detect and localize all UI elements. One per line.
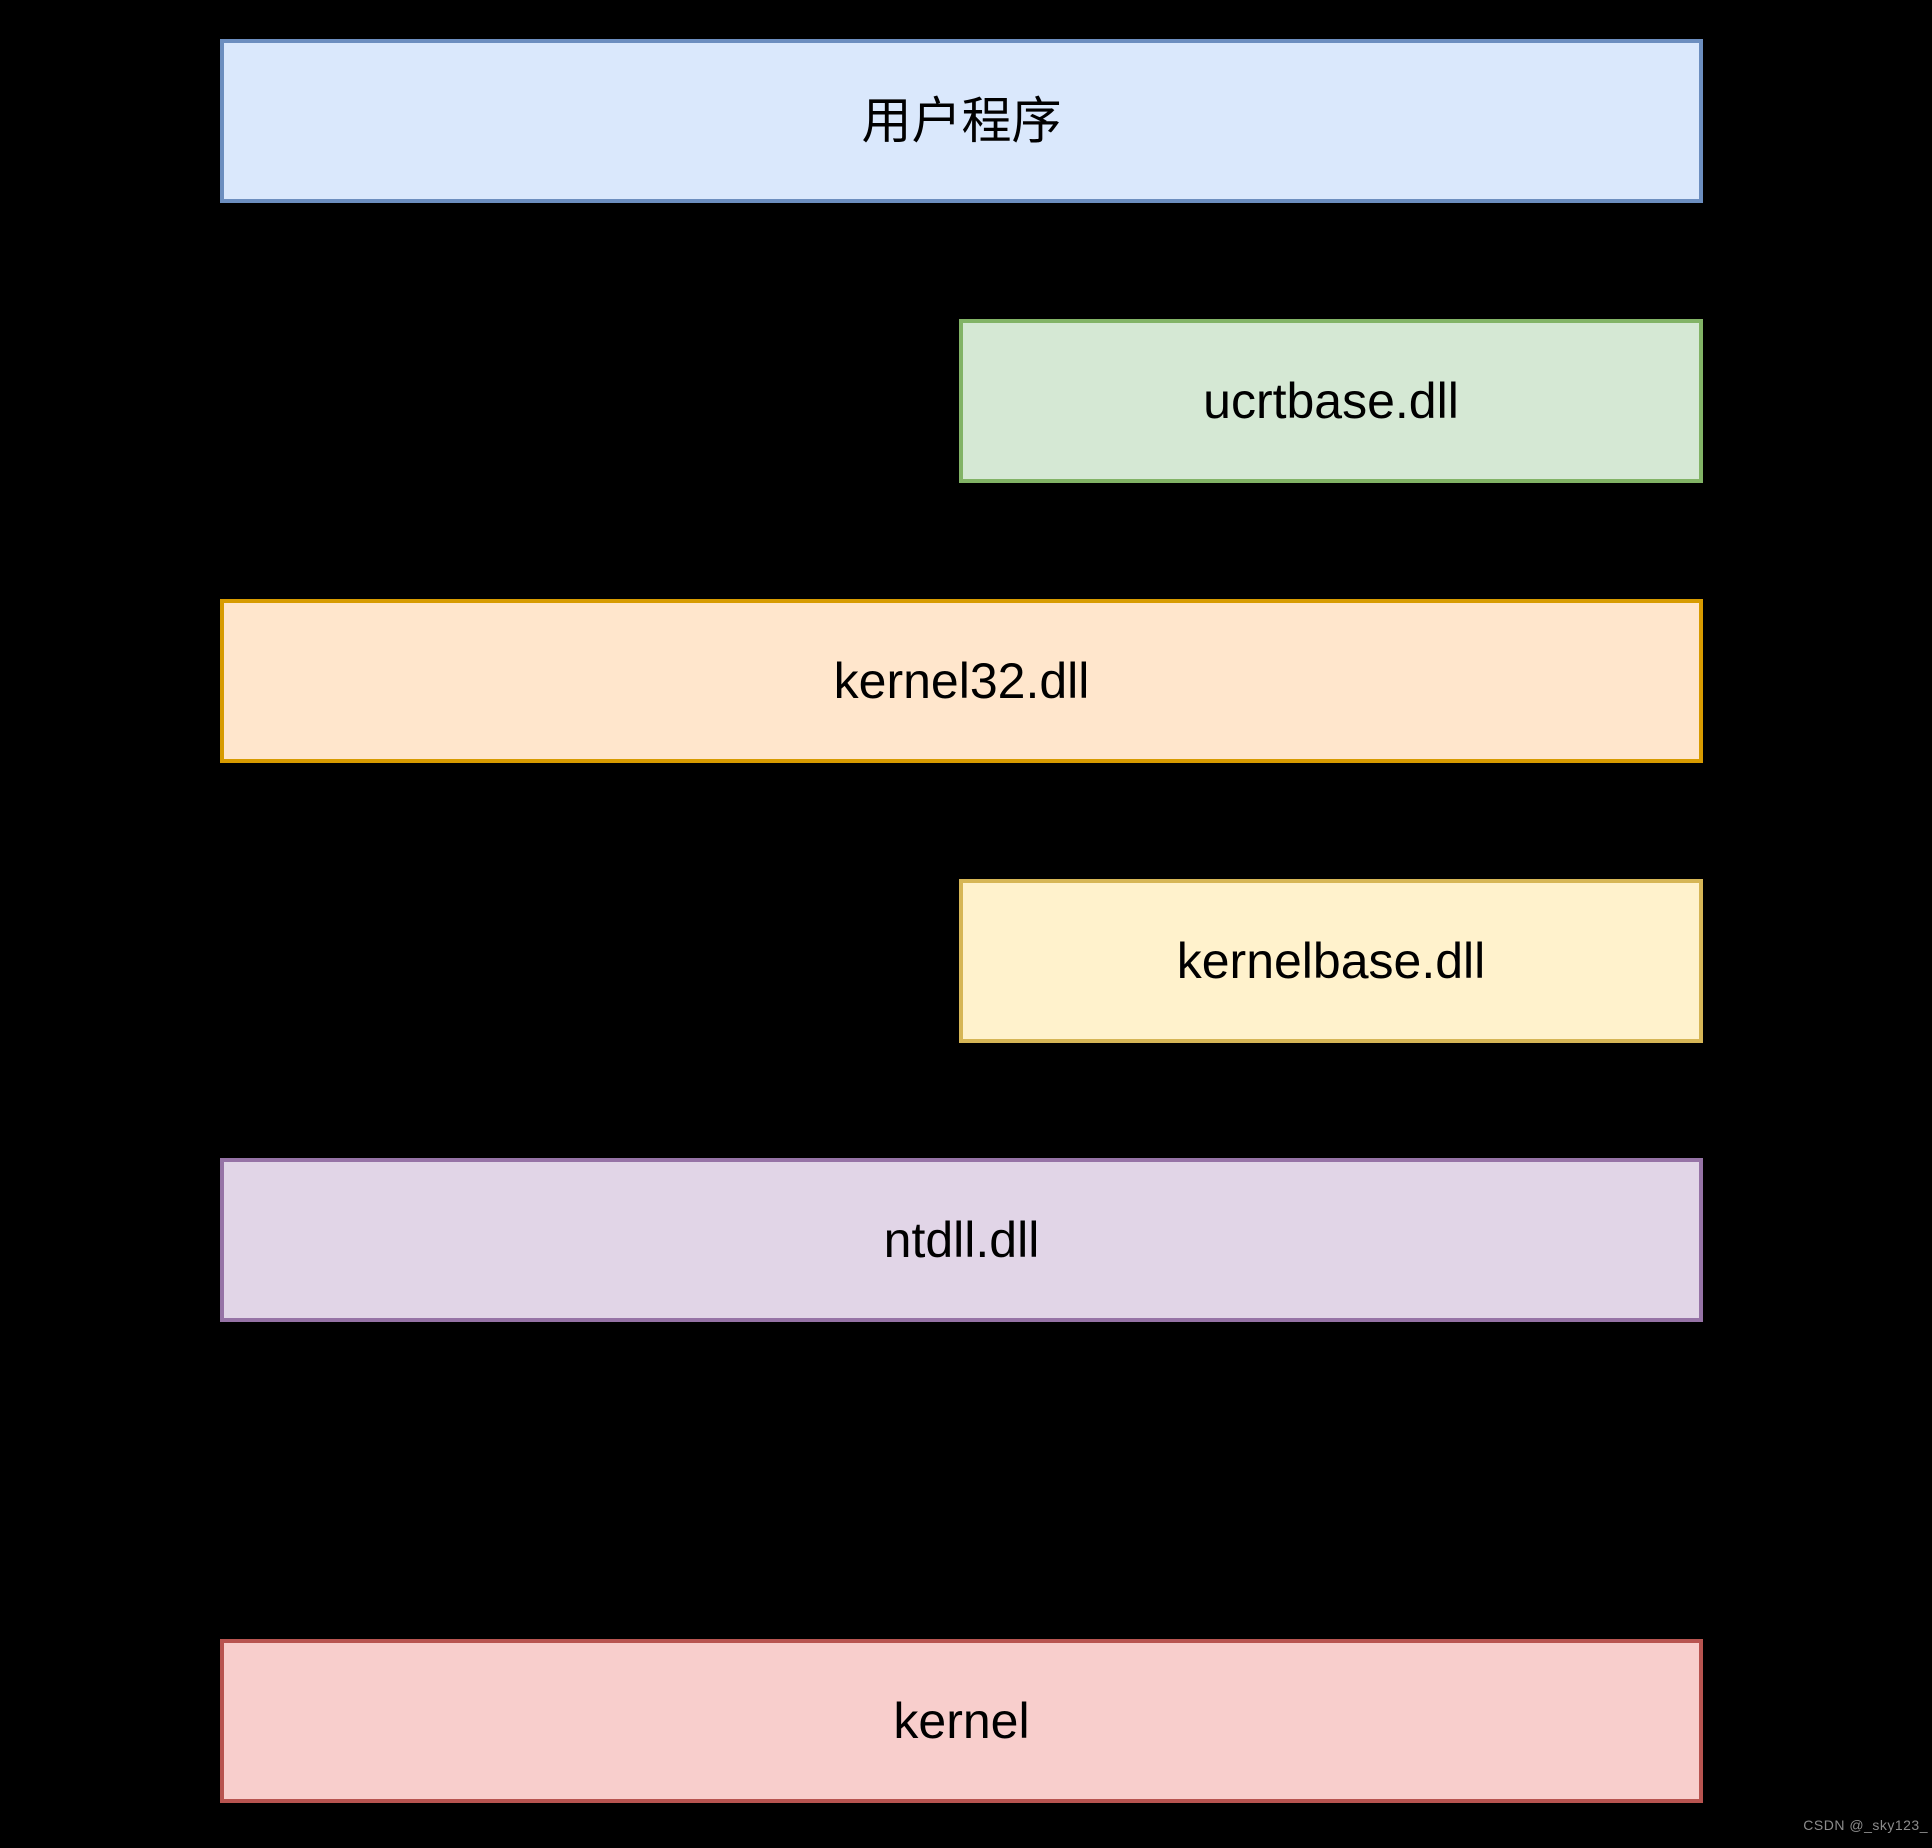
box-kernel32-dll: kernel32.dll — [220, 599, 1703, 763]
box-kernelbase-dll-label: kernelbase.dll — [1176, 933, 1486, 989]
box-ntdll-dll: ntdll.dll — [220, 1158, 1703, 1322]
box-ntdll-dll-label: ntdll.dll — [883, 1212, 1040, 1268]
box-user-program: 用户程序 — [220, 39, 1703, 203]
box-kernel-label: kernel — [893, 1693, 1030, 1749]
box-ucrtbase-dll: ucrtbase.dll — [959, 319, 1703, 483]
box-kernel: kernel — [220, 1639, 1703, 1803]
box-kernel32-dll-label: kernel32.dll — [833, 653, 1090, 709]
csdn-watermark: CSDN @_sky123_ — [1803, 1817, 1928, 1833]
box-ucrtbase-dll-label: ucrtbase.dll — [1203, 373, 1459, 429]
box-kernelbase-dll: kernelbase.dll — [959, 879, 1703, 1043]
box-user-program-label: 用户程序 — [861, 93, 1062, 149]
